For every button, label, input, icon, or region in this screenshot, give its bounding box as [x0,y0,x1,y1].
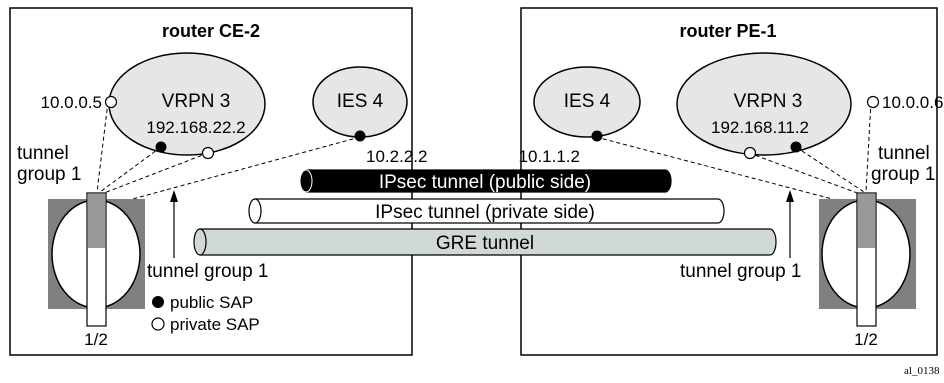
pe1-tunnel-label-2: group 1 [871,164,935,185]
ce2-ies-public-sap-dot [354,130,366,142]
tunnel-private-label: IPsec tunnel (private side) [375,202,595,223]
ce2-vprn-ip: 192.168.22.2 [146,118,245,137]
legend-public-sap-icon [152,296,164,308]
ce2-public-sap-dot [155,141,167,153]
router-pe1-title: router PE-1 [679,21,776,41]
pe1-ies-public-sap-dot [591,130,603,142]
ipsec-public-tunnel [299,169,672,193]
pe1-private-sap-dot [743,146,757,160]
pe1-vprn-name: VRPN 3 [734,91,803,112]
ce2-port-label: 1/2 [84,330,108,349]
pe1-vprn-ip: 192.168.11.2 [711,118,809,137]
ce2-private-sap-dot [104,95,118,109]
ce2-tunnel-group-pointer: tunnel group 1 [147,261,269,282]
ce2-ies-addr: 10.2.2.2 [366,147,427,166]
ce2-vprn-name: VRPN 3 [162,91,231,112]
pe1-tunnel-group-port [819,192,916,327]
legend-private-sap-label: private SAP [170,315,260,334]
pe1-tunnel-group-pointer: tunnel group 1 [680,261,802,282]
pe1-vprn-ellipse [676,52,852,156]
pe1-private-sap-dot [866,95,880,109]
pe1-vprn-addr: 10.0.0.6 [882,93,943,112]
pe1-port-label: 1/2 [854,330,878,349]
ce2-tunnel-label-1: tunnel [17,143,69,164]
pe1-public-sap-dot [790,141,802,153]
pe1-ies-name: IES 4 [564,91,611,112]
tunnel-public-label: IPsec tunnel (public side) [379,172,591,193]
pe1-tunnel-label-1: tunnel [878,143,930,164]
ce2-tunnel-group-port [48,192,145,327]
legend: public SAP private SAP [151,293,260,334]
arrow-pointers [170,190,794,258]
ce2-private-sap-dot [201,146,215,160]
connection-lines [96,101,872,207]
ipsec-private-tunnel [248,198,725,224]
figure-id: al_0138 [904,365,940,377]
tunnel-gre-label: GRE tunnel [436,233,534,254]
legend-private-sap-icon [151,317,165,331]
legend-public-sap-label: public SAP [170,293,253,312]
ce2-vprn-addr: 10.0.0.5 [41,93,102,112]
pe1-ies-addr: 10.1.1.2 [519,147,580,166]
pe1-ies-ellipse [533,66,641,138]
ce2-ies-name: IES 4 [337,91,384,112]
gre-tunnel [193,228,777,256]
router-ce2-title: router CE-2 [162,21,260,41]
ce2-tunnel-label-2: group 1 [17,164,81,185]
